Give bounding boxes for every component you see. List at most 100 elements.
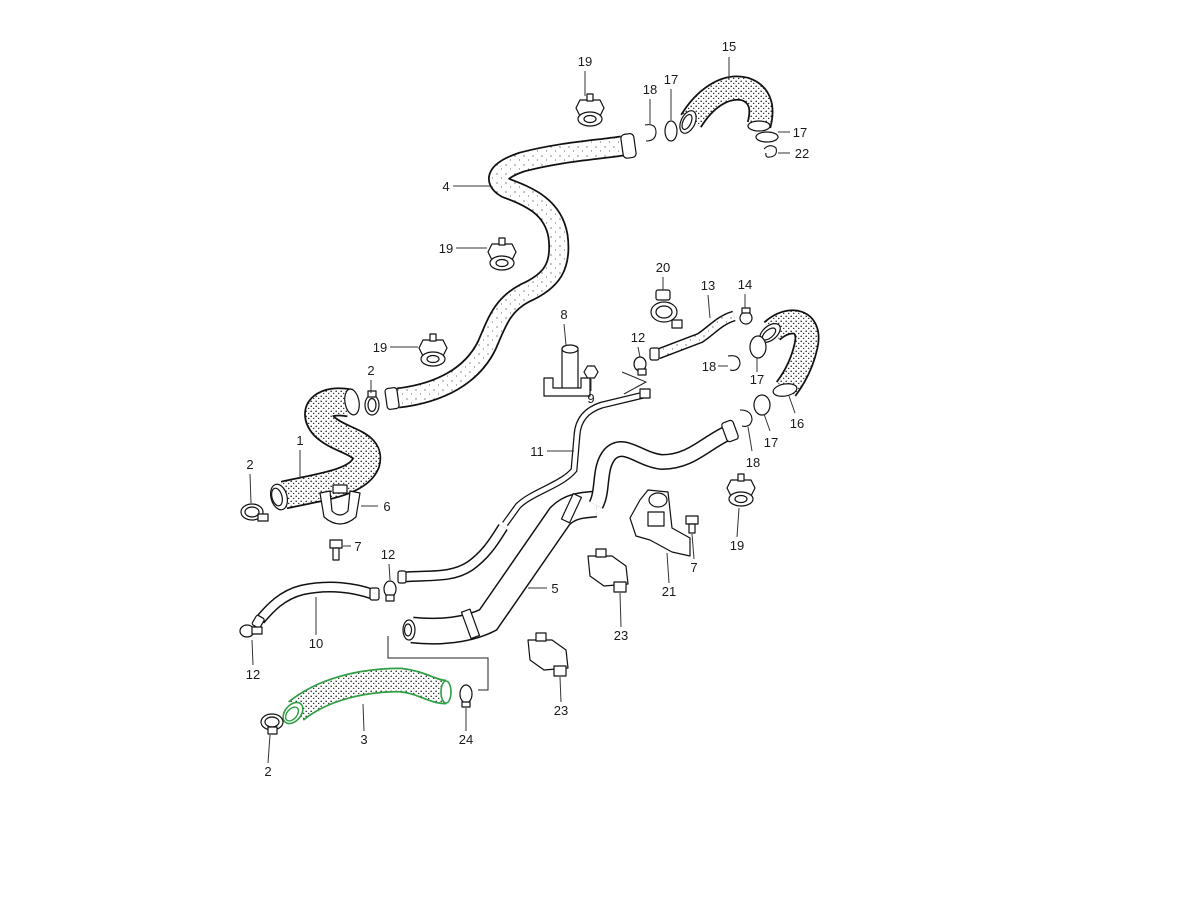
clamp-screw (741, 307, 751, 314)
part-number-label[interactable]: 17 (750, 372, 764, 387)
assembly-bracket-line (621, 371, 648, 395)
part-number-label[interactable]: 23 (614, 628, 628, 643)
coolant-hose-15 (677, 88, 770, 136)
retaining-clip-18 (739, 409, 753, 427)
hose-collar (772, 383, 798, 397)
clamp-band (459, 684, 473, 704)
bracket-19 (575, 93, 605, 127)
part-number-label[interactable]: 11 (530, 444, 544, 459)
part-number-label[interactable]: 17 (793, 125, 807, 140)
bracket-sleeve-top (561, 344, 579, 354)
part-number-label[interactable]: 14 (738, 277, 752, 292)
hose-clamp-12 (383, 580, 397, 602)
part-number-label[interactable]: 6 (383, 499, 390, 514)
hose-body (691, 88, 761, 125)
part-number-label[interactable]: 13 (701, 278, 715, 293)
hose-collar (440, 680, 452, 704)
part-number-label[interactable]: 21 (662, 584, 676, 599)
hose-opening (284, 706, 300, 722)
part-number-label[interactable]: 12 (381, 547, 395, 562)
part-number-label[interactable]: 17 (764, 435, 778, 450)
part-number-label[interactable]: 19 (439, 241, 453, 256)
clip-tab (655, 289, 671, 301)
bolt-head (685, 515, 699, 525)
coolant-hose-16 (759, 320, 807, 398)
part-number-label[interactable]: 24 (459, 732, 473, 747)
hose-clamp-24 (459, 684, 473, 708)
bracket-opening (734, 494, 748, 504)
clamp-screw (637, 368, 647, 376)
clamp-screw (267, 726, 278, 735)
hose-body (284, 402, 367, 495)
part-number-label[interactable]: 18 (702, 359, 716, 374)
bracket-21 (629, 489, 691, 557)
part-number-label[interactable]: 19 (578, 54, 592, 69)
clamp-screw (367, 390, 377, 398)
part-number-label[interactable]: 15 (722, 39, 736, 54)
duct-band (460, 608, 481, 640)
nut-9 (583, 365, 599, 379)
part-number-label[interactable]: 18 (746, 455, 760, 470)
hose-collar (747, 120, 771, 132)
clamp-opening (264, 716, 280, 728)
part-number-label[interactable]: 2 (264, 764, 271, 779)
hose-clamp-14 (739, 307, 753, 325)
holder-tab (553, 665, 567, 677)
part-number-label[interactable]: 18 (643, 82, 657, 97)
hose-clamp-12 (633, 356, 647, 376)
coolant-pipe-10 (251, 587, 380, 629)
leader-line (788, 395, 796, 414)
retaining-clip-18 (644, 124, 657, 142)
part-number-label[interactable]: 22 (795, 146, 809, 161)
part-number-label[interactable]: 7 (690, 560, 697, 575)
clamp-screw (461, 701, 471, 708)
part-number-label[interactable]: 2 (246, 457, 253, 472)
part-number-label[interactable]: 20 (656, 260, 670, 275)
part-number-label[interactable]: 4 (442, 179, 449, 194)
leader-line (747, 426, 753, 452)
part-number-label[interactable]: 10 (309, 636, 323, 651)
holder-body (527, 639, 569, 671)
part-number-label[interactable]: 1 (296, 433, 303, 448)
part-number-label[interactable]: 17 (664, 72, 678, 87)
part-number-label[interactable]: 19 (730, 538, 744, 553)
bracket-tab (498, 237, 506, 246)
coolant-hose-3[interactable] (279, 680, 451, 727)
part-number-label[interactable]: 12 (246, 667, 260, 682)
part-number-label[interactable]: 23 (554, 703, 568, 718)
clip-tab (671, 319, 683, 329)
part-number-label[interactable]: 5 (551, 581, 558, 596)
bolt-7 (329, 539, 343, 561)
holder-tab (595, 548, 607, 558)
branch-pipe (397, 527, 503, 584)
part-number-label[interactable]: 2 (367, 363, 374, 378)
part-number-label[interactable]: 8 (560, 307, 567, 322)
holder-23 (527, 632, 569, 677)
bracket-tab (586, 93, 594, 102)
leader-line (559, 676, 562, 703)
leader-line (563, 323, 567, 346)
pipe-collar (721, 419, 739, 443)
bracket-8 (543, 344, 591, 397)
pipe-body (404, 527, 503, 577)
pipe-collar (620, 133, 637, 159)
part-number-label[interactable]: 9 (587, 391, 594, 406)
duct-band (560, 493, 583, 524)
part-number-label[interactable]: 19 (373, 340, 387, 355)
bolt-shank (688, 523, 696, 534)
leader-line (707, 294, 711, 319)
hose-opening (681, 113, 693, 131)
part-number-label[interactable]: 16 (790, 416, 804, 431)
hose-fitting (649, 347, 660, 361)
part-number-label[interactable]: 12 (631, 330, 645, 345)
leader-line (388, 563, 391, 581)
part-number-label[interactable]: 7 (354, 539, 361, 554)
holder-body (587, 555, 629, 587)
pipe-fitting (639, 388, 651, 399)
hose-clamp-2 (364, 390, 380, 416)
assembly-bracket-line (387, 636, 489, 691)
part-number-label[interactable]: 3 (360, 732, 367, 747)
leader-line (666, 552, 670, 584)
pipe-fitting (397, 570, 407, 584)
